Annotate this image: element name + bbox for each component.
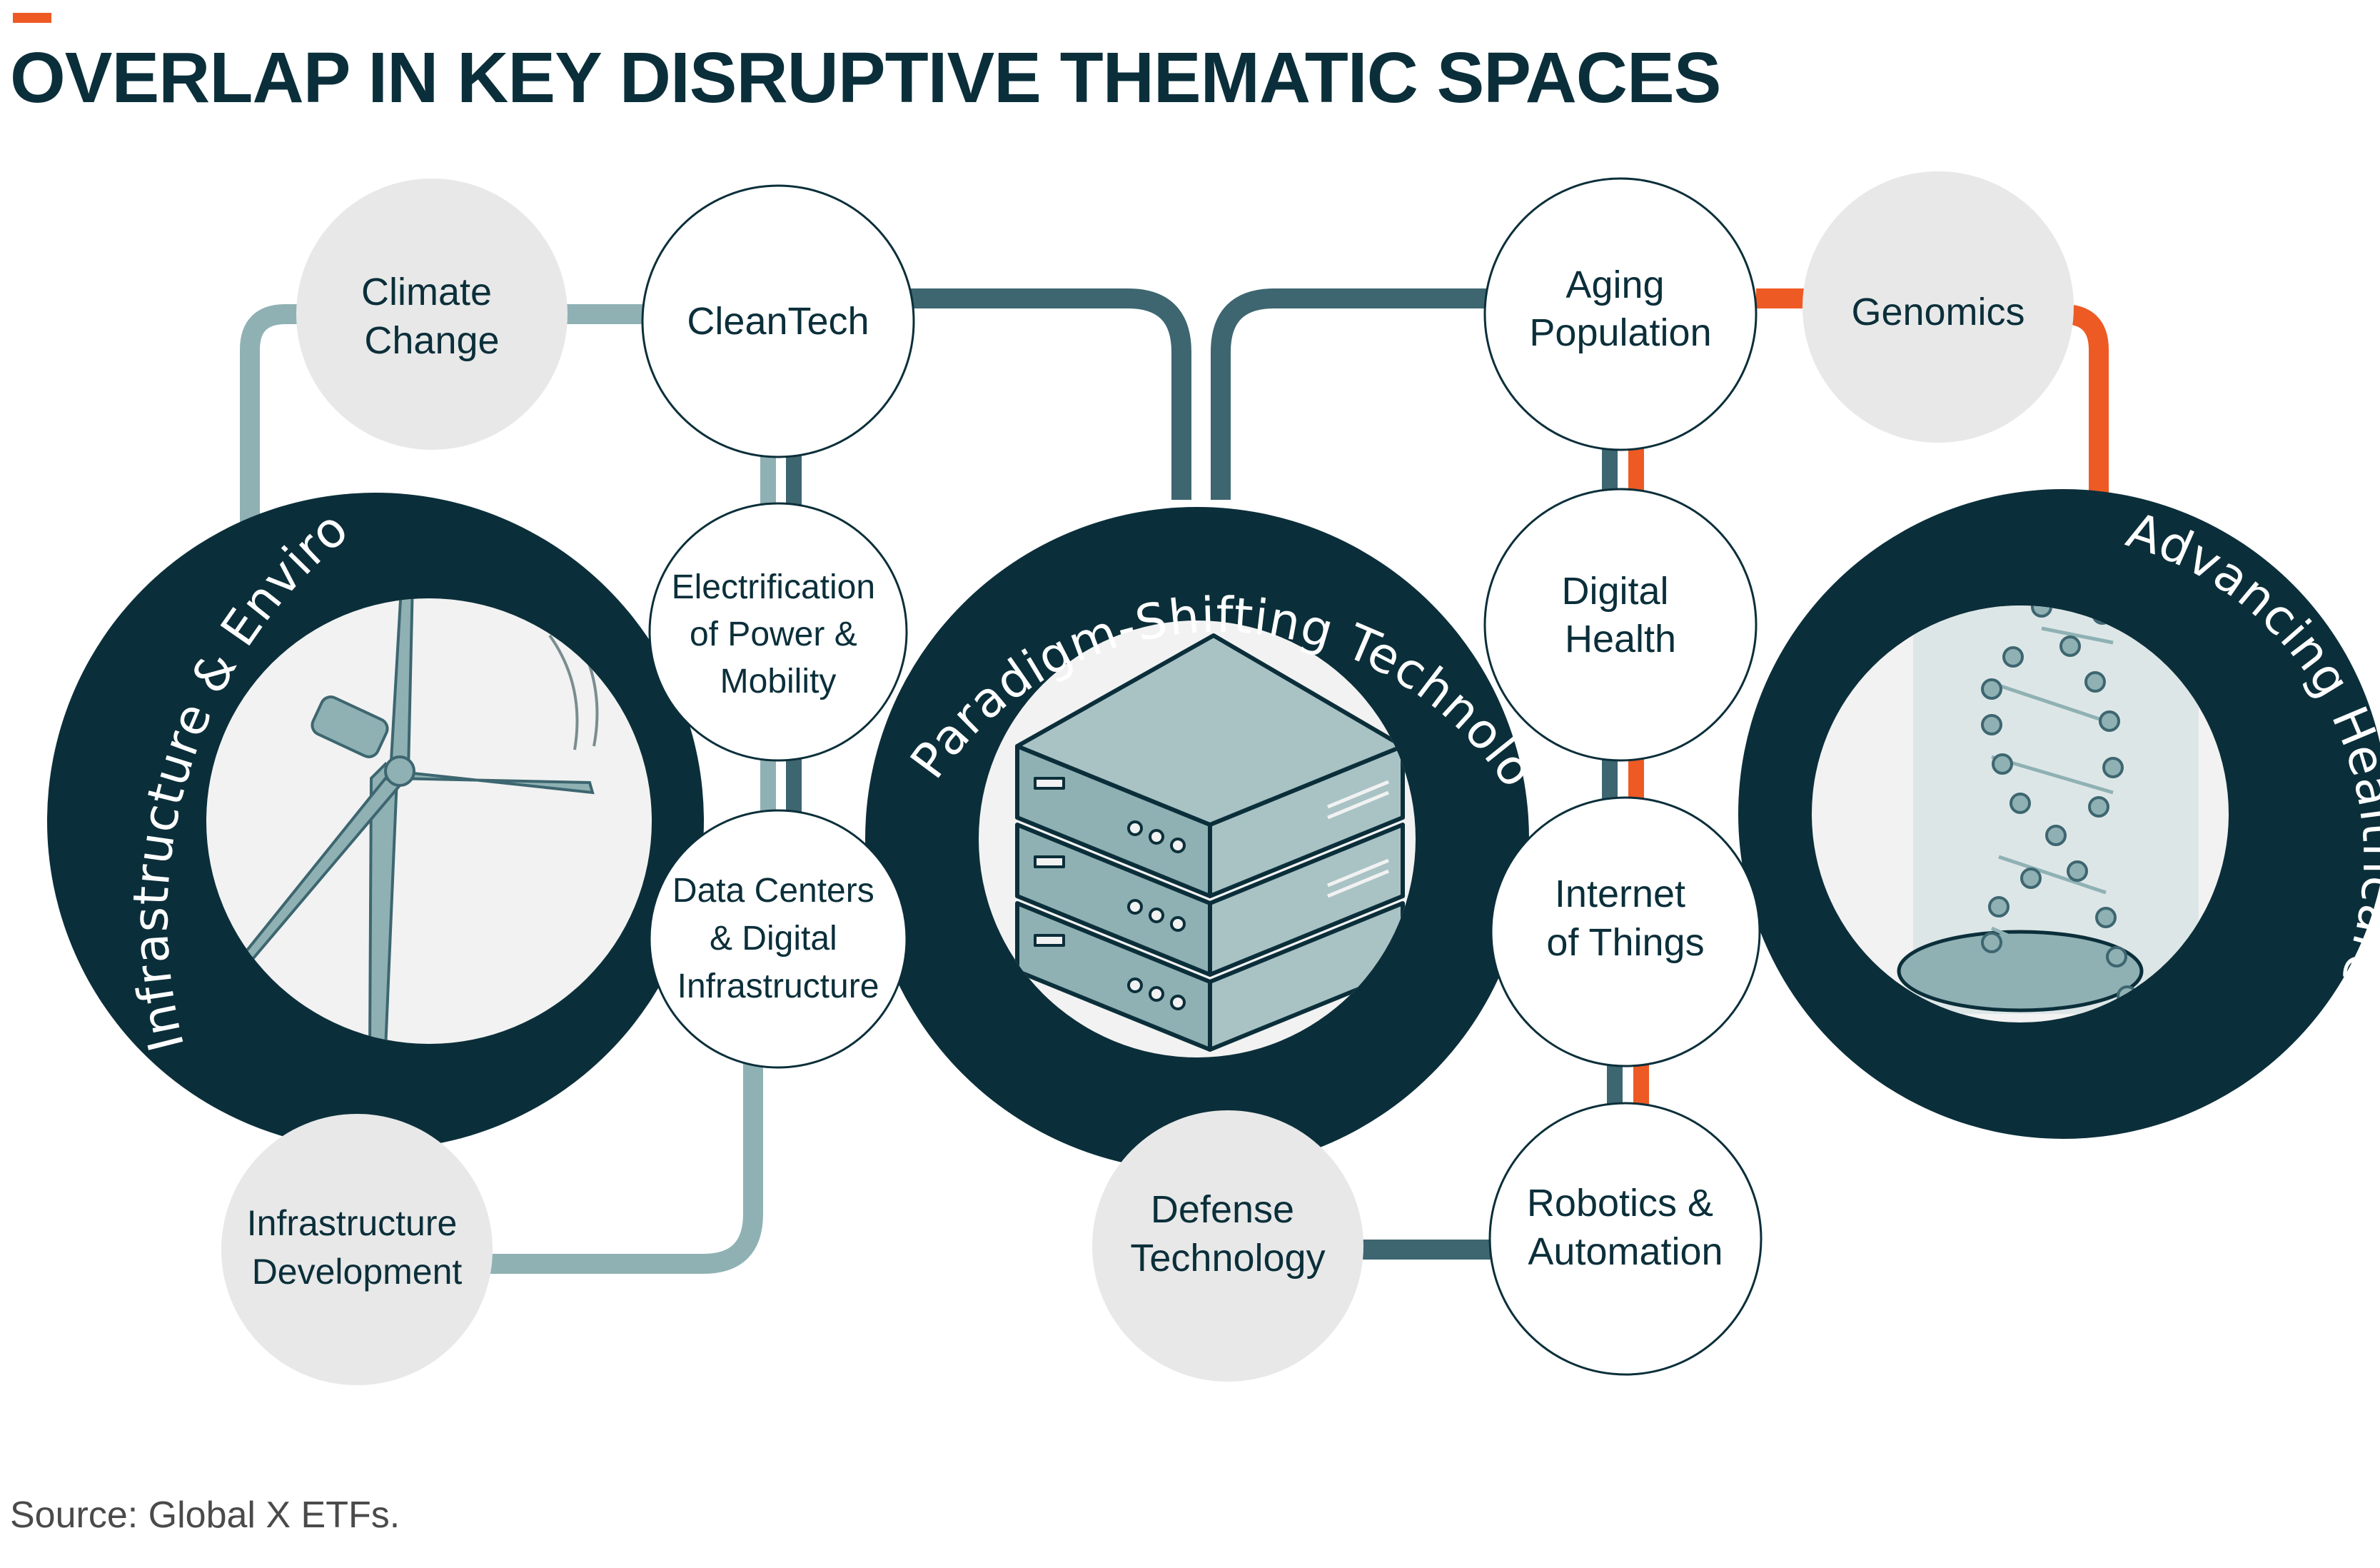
svg-text:Aging Population: Aging Population (1529, 263, 1711, 354)
connector-climate-to-infrastructure (240, 304, 314, 543)
hub-advancing-healthcare: Advancing Healthcare (1738, 489, 2380, 1139)
theme-robotics-automation: Robotics & Automation (1488, 1102, 1763, 1376)
server-stack-icon (1015, 633, 1405, 1052)
svg-text:Electrification of Power: Electrification of Power & Mobility (672, 568, 885, 700)
theme-cleantech: CleanTech (641, 184, 915, 458)
wind-turbine-icon (212, 598, 599, 1044)
theme-electrification: Electrification of Power & Mobility (648, 502, 908, 762)
hub-infrastructure-inner (206, 598, 652, 1044)
theme-climate-change: Climate Change (296, 179, 568, 450)
theme-defense-technology: Defense Technology (1092, 1110, 1363, 1382)
theme-infrastructure-development: Infrastructure Development (221, 1114, 493, 1385)
source-note: Source: Global X ETFs. (10, 1494, 400, 1536)
connector-aging-to-paradigm (1211, 288, 1492, 500)
connector-cleantech-to-paradigm (907, 288, 1191, 500)
theme-aging-population: Aging Population (1483, 177, 1758, 451)
svg-text:Infrastructure Developme: Infrastructure Development (247, 1203, 467, 1292)
page-title: OVERLAP IN KEY DISRUPTIVE THEMATIC SPACE… (10, 38, 1721, 118)
hub-infrastructure-environment: Infrastructure & Environment (0, 0, 704, 1150)
theme-internet-of-things: Internet of Things (1490, 796, 1761, 1067)
theme-digital-health: Digital Health (1483, 488, 1758, 762)
svg-text:Genomics: Genomics (1851, 291, 2024, 333)
svg-text:CleanTech: CleanTech (687, 300, 869, 343)
svg-text:Climate Change: Climate Change (361, 271, 503, 362)
dna-helix-icon (1897, 605, 2199, 1014)
svg-text:Digital Health: Digital Health (1561, 570, 1679, 660)
connector-datacenters-to-infra-dev (471, 1064, 763, 1274)
theme-genomics: Genomics (1802, 171, 2074, 443)
theme-data-centers: Data Centers & Digital Infrastructure (648, 809, 908, 1069)
svg-text:Internet of Things: Internet of Things (1546, 873, 1704, 964)
svg-text:Defense Technology: Defense Technology (1130, 1188, 1325, 1280)
title-accent-bar (13, 13, 51, 23)
svg-text:Robotics & Automation: Robotics & Automation (1527, 1182, 1724, 1273)
svg-text:Data Centers & Digital: Data Centers & Digital Infrastructure (672, 872, 884, 1005)
